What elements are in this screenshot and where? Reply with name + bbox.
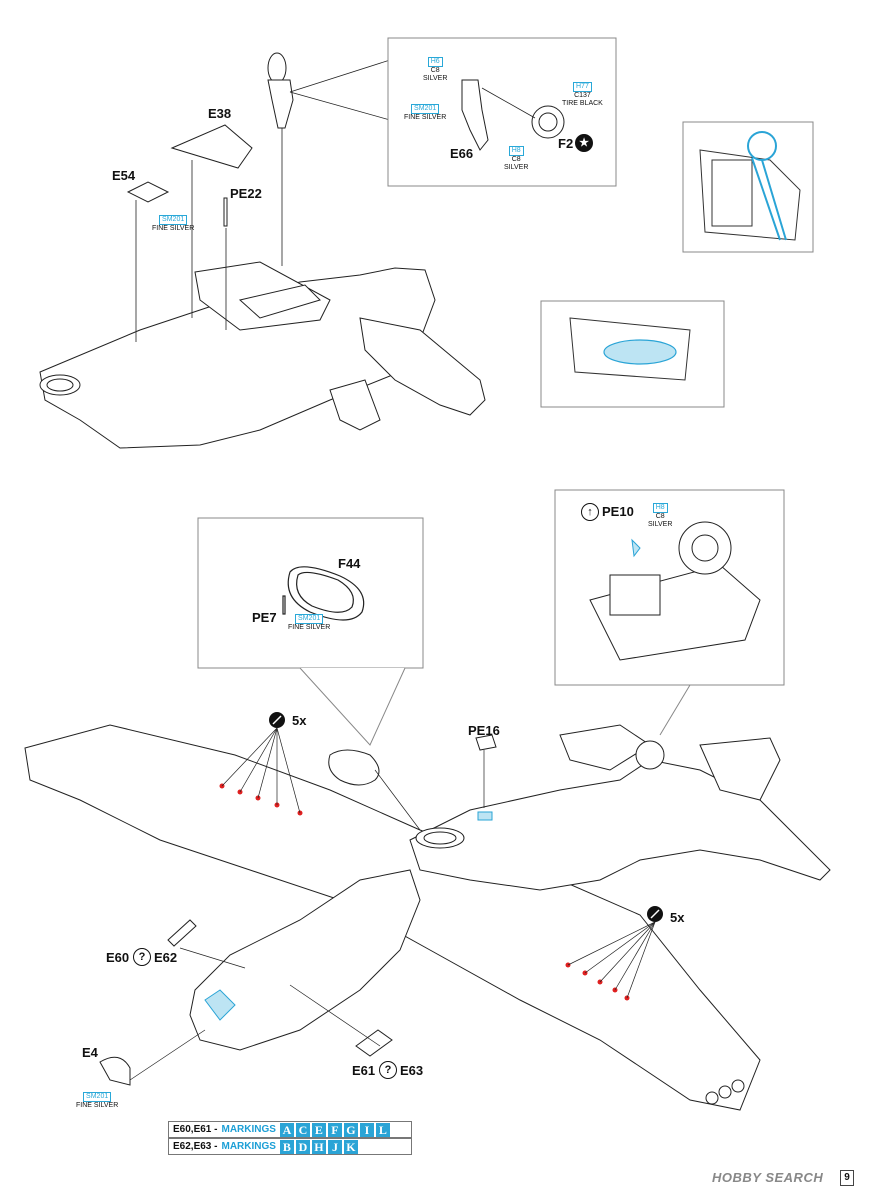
- part-label-e61: E61: [352, 1063, 376, 1078]
- color-code: H8: [508, 146, 524, 156]
- legend-parts: E60,E61 -: [173, 1124, 218, 1135]
- marking-letter: A: [279, 1122, 294, 1137]
- color-callout-sm201-f44: SM201 FINE SILVER: [288, 614, 330, 632]
- color-code: H77: [573, 82, 592, 92]
- part-label-pe10: PE10: [602, 504, 634, 519]
- color-callout-sm201-top: SM201 FINE SILVER: [152, 215, 194, 233]
- marking-letter: C: [295, 1122, 310, 1137]
- marking-letter: J: [327, 1139, 342, 1154]
- color-code-c137: C137: [574, 92, 591, 99]
- marking-letter: H: [311, 1139, 326, 1154]
- part-label-e4: E4: [82, 1045, 98, 1060]
- multiplier-label-top: 5x: [292, 713, 307, 728]
- marking-letter: I: [359, 1122, 374, 1137]
- part-label-e38: E38: [208, 106, 232, 121]
- color-callout-h77-c137: H77 C137 TIRE BLACK: [562, 82, 603, 108]
- bend-icon: ↑: [581, 503, 599, 521]
- color-name: FINE SILVER: [404, 114, 447, 121]
- color-name: SILVER: [648, 521, 673, 528]
- color-name: SILVER: [423, 75, 448, 82]
- marking-letter: L: [375, 1122, 390, 1137]
- color-code: H8: [652, 503, 668, 513]
- color-name: FINE SILVER: [76, 1102, 119, 1109]
- color-code: SM201: [159, 215, 188, 225]
- color-code-c8: C8: [511, 156, 521, 163]
- part-label-e60: E60: [106, 950, 130, 965]
- marking-letter: B: [279, 1139, 294, 1154]
- color-name: FINE SILVER: [152, 225, 195, 232]
- color-callout-h6-c8: H6 C8 SILVER: [423, 57, 447, 83]
- legend-markings-label: MARKINGS: [221, 1141, 276, 1152]
- color-callout-sm201-e4: SM201 FINE SILVER: [76, 1092, 118, 1110]
- color-code-c8: C8: [655, 513, 665, 520]
- color-callout-sm201-gear: SM201 FINE SILVER: [404, 104, 446, 122]
- color-name: SILVER: [504, 164, 529, 171]
- part-label-pe16: PE16: [468, 723, 500, 738]
- legend-parts: E62,E63 -: [173, 1141, 218, 1152]
- part-label-f44: F44: [338, 556, 361, 571]
- color-name: TIRE BLACK: [562, 100, 603, 107]
- part-label-e62: E62: [154, 950, 178, 965]
- multiplier-label-right: 5x: [670, 910, 685, 925]
- color-name: FINE SILVER: [288, 624, 331, 631]
- color-code: SM201: [83, 1092, 112, 1102]
- question-icon: ?: [133, 948, 151, 966]
- page-number: 9: [840, 1170, 854, 1186]
- color-code: SM201: [295, 614, 324, 624]
- color-callout-h8-c8: H8 C8 SILVER: [504, 146, 528, 172]
- part-label-pe22: PE22: [230, 186, 262, 201]
- part-label-pe7: PE7: [252, 610, 277, 625]
- color-code-c8: C8: [430, 67, 440, 74]
- marking-letter: D: [295, 1139, 310, 1154]
- question-icon: ?: [379, 1061, 397, 1079]
- marking-letter: E: [311, 1122, 326, 1137]
- part-label-e66: E66: [450, 146, 474, 161]
- marking-letter: G: [343, 1122, 358, 1137]
- marking-letter: K: [343, 1139, 358, 1154]
- part-label-f2: F2: [558, 136, 574, 151]
- star-icon: ★: [575, 134, 593, 152]
- color-callout-h8-c8-pe10: H8 C8 SILVER: [648, 503, 672, 529]
- part-label-e63: E63: [400, 1063, 424, 1078]
- color-code: H6: [427, 57, 443, 67]
- marking-letter: F: [327, 1122, 342, 1137]
- legend-markings-label: MARKINGS: [221, 1124, 276, 1135]
- watermark: HOBBY SEARCH: [712, 1170, 824, 1185]
- part-label-e54: E54: [112, 168, 136, 183]
- color-code: SM201: [411, 104, 440, 114]
